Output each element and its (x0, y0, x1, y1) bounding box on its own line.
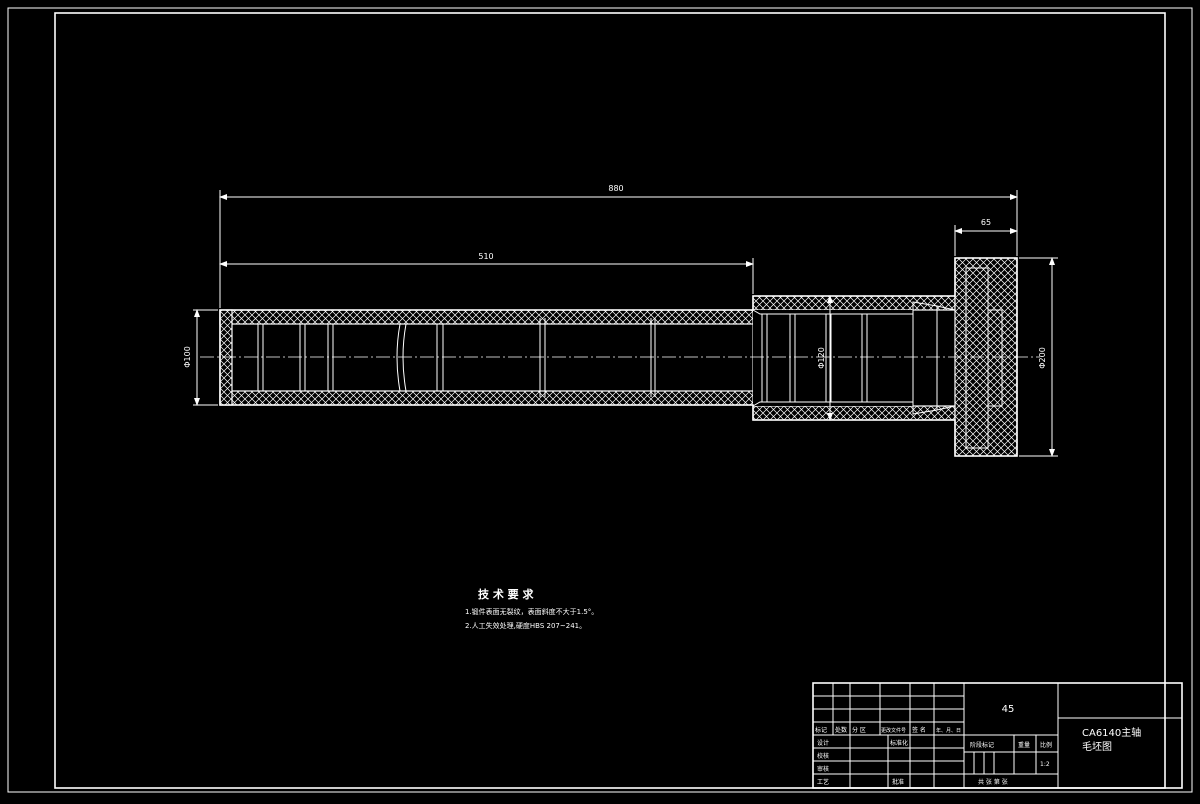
tb-part-name-line1: CA6140主轴 (1082, 726, 1141, 739)
bore-taper (912, 301, 956, 415)
dimensions: 880 510 65 Φ100 Φ120 Φ200 (183, 184, 1058, 457)
dim-flange-diameter: Φ200 (1038, 347, 1047, 369)
tb-weight: 重量 (1018, 741, 1030, 749)
tech-requirements-heading: 技 术 要 求 (478, 587, 534, 601)
tb-label-signature: 签 名 (912, 726, 926, 734)
tb-label-count: 处数 (835, 726, 847, 734)
flange-recess (987, 309, 1003, 407)
dim-total-length: 880 (608, 184, 623, 193)
tb-label-approval: 批准 (892, 778, 904, 786)
tb-label-design: 设计 (817, 739, 829, 747)
inner-frame (54, 12, 1166, 789)
dim-left-diameter: Φ100 (183, 346, 192, 368)
tb-material: 45 (1002, 704, 1015, 715)
title-block: 标记 处数 分 区 更改文件号 签 名 年、月、日 设计 校核 审核 工艺 标准… (812, 682, 1183, 789)
tb-label-zone: 分 区 (852, 726, 866, 734)
tb-scale-label: 比例 (1040, 741, 1052, 749)
tb-stage-mark: 阶段标记 (970, 741, 994, 749)
tb-label-check: 校核 (817, 752, 829, 760)
bore-step-lines (257, 302, 938, 414)
outer-contour (219, 257, 1018, 457)
shaft-blank-section (200, 257, 1040, 457)
dim-left-segment: 510 (478, 252, 493, 261)
tech-requirement-item-1: 1.锻件表面无裂纹，表面斜度不大于1.5°。 (465, 607, 598, 616)
tech-requirement-item-2: 2.人工失效处理,硬度HBS 207~241。 (465, 621, 586, 630)
tb-sheet-info: 共 张 第 张 (978, 778, 1008, 786)
outer-frame (7, 7, 1193, 793)
bore-left (231, 323, 754, 392)
bore-middle (753, 310, 913, 406)
dim-flange-width: 65 (981, 218, 991, 227)
tb-label-standardization: 标准化 (890, 739, 908, 747)
tb-scale-value: 1:2 (1040, 761, 1050, 768)
tb-label-change-doc: 更改文件号 (881, 727, 906, 734)
tb-label-date: 年、月、日 (936, 727, 961, 734)
tb-label-review: 审核 (817, 765, 829, 773)
tech-requirements: 技 术 要 求 1.锻件表面无裂纹，表面斜度不大于1.5°。 2.人工失效处理,… (465, 587, 598, 630)
tb-label-process: 工艺 (817, 778, 829, 786)
dim-mid-diameter: Φ120 (817, 347, 826, 369)
tb-part-name-line2: 毛坯图 (1082, 741, 1112, 753)
tb-label-mark: 标记 (815, 726, 827, 734)
